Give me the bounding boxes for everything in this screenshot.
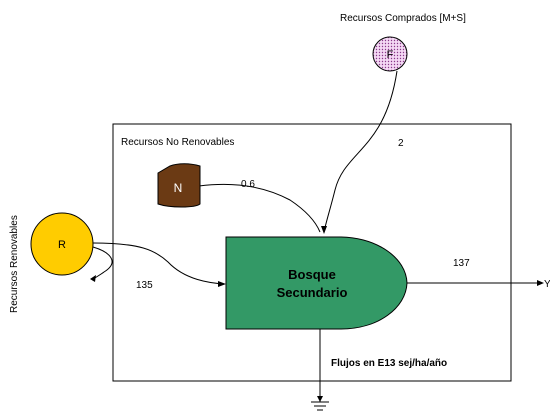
purchased-flow-arrowhead <box>321 226 327 234</box>
renewable-source-circle <box>30 212 94 276</box>
renewable-return-loop <box>91 246 113 281</box>
renewable-return-arrowhead <box>90 275 96 282</box>
non-renewable-resources-label: Recursos No Renovables <box>121 137 234 148</box>
production-producer-shape <box>225 236 408 330</box>
nonrenewable-storage-label: N <box>174 181 183 195</box>
purchased-source-label: F <box>387 49 394 61</box>
purchased-flow-line <box>323 70 398 233</box>
renewable-flow-line <box>92 242 225 285</box>
production-label-line1: Bosque <box>288 267 336 282</box>
renewable-source-label: R <box>58 239 66 251</box>
renewable-resources-label: Recursos Renovables <box>9 215 20 313</box>
nonrenewable-flow-value: 0.6 <box>241 179 255 190</box>
purchased-flow-value: 2 <box>398 138 404 149</box>
production-label-line2: Secundario <box>277 285 348 300</box>
units-note: Flujos en E13 sej/ha/año <box>331 358 447 369</box>
system-boundary <box>112 123 512 382</box>
heat-sink-arrowhead <box>317 396 323 402</box>
renewable-flow-value: 135 <box>136 280 153 291</box>
purchased-source-circle <box>372 36 408 72</box>
nonrenewable-flow-line <box>198 183 321 233</box>
output-flow-value: 137 <box>453 258 470 269</box>
output-symbol: Y <box>544 279 550 290</box>
renewable-flow-arrowhead <box>218 281 226 287</box>
output-flow-arrowhead <box>537 280 544 286</box>
nonrenewable-storage-tank <box>157 163 201 208</box>
purchased-resources-label: Recursos Comprados [M+S] <box>340 13 466 24</box>
